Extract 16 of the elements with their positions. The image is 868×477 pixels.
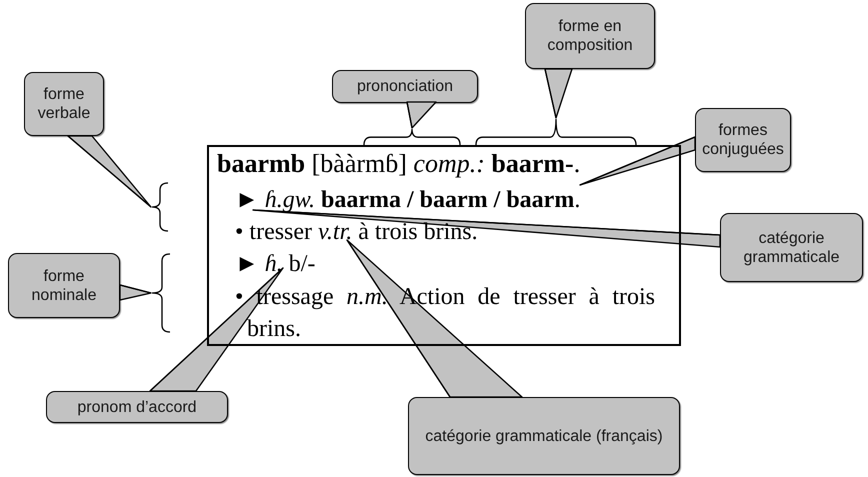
curly-brace bbox=[475, 118, 637, 145]
callout-bubble: catégorie grammaticale bbox=[720, 213, 863, 282]
callout-bubble: formes conjuguées bbox=[695, 108, 791, 172]
entry-line: ► ɦ.gw. baarma / baarm / baarm. bbox=[235, 186, 580, 215]
entry-line: baarmb [bààrmɓ] comp.: baarm-. bbox=[217, 149, 580, 179]
curly-brace bbox=[150, 253, 170, 333]
entry-line: ► ɦ. b/- bbox=[235, 250, 316, 279]
dictionary-entry-box bbox=[207, 145, 681, 346]
callout-bubble: forme nominale bbox=[8, 253, 120, 318]
callout-bubble: pronom d’accord bbox=[46, 391, 228, 423]
callout-bubble: forme en composition bbox=[525, 3, 655, 69]
curly-brace bbox=[363, 128, 461, 145]
callout-bubble: catégorie grammaticale (français) bbox=[408, 397, 680, 475]
callout-bubble: forme verbale bbox=[24, 72, 104, 136]
entry-line: • tresser v.tr. à trois brins. bbox=[235, 218, 478, 247]
curly-brace bbox=[150, 182, 168, 232]
